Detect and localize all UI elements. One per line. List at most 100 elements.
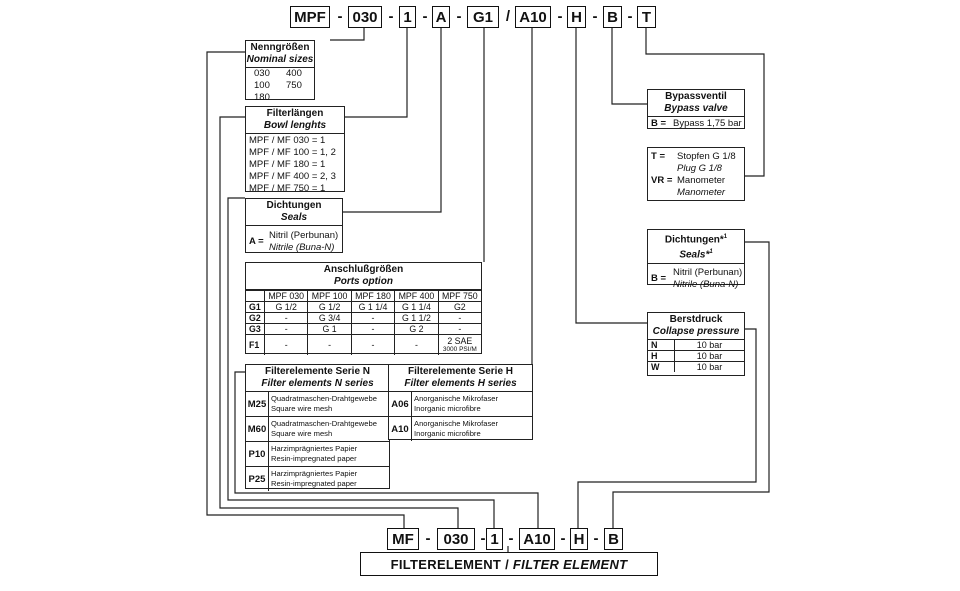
collapse-key: H xyxy=(648,350,675,362)
bowl-length-row: MPF / MF 400 = 2, 3 xyxy=(249,171,336,182)
bottom-code-segment-b: B xyxy=(604,528,623,550)
seals-value-en: Nitrile (Buna-N) xyxy=(269,242,335,253)
bypass-title-de: Bypassventil xyxy=(665,91,727,102)
collapse-row: W 10 bar xyxy=(648,361,744,372)
ports-cell: G 1/2 xyxy=(263,301,309,313)
ports-row-key: G2 xyxy=(246,312,265,324)
plug-desc-en: Plug G 1/8 xyxy=(677,163,722,174)
line-b xyxy=(611,28,647,105)
ports-cell: - xyxy=(437,312,481,324)
element-row: M60 Quadratmaschen-Drahtgewebe Square wi… xyxy=(246,417,389,442)
element-desc-de: Anorganische Mikrofaser xyxy=(414,394,498,403)
element-desc-en: Resin-impregnated paper xyxy=(271,454,357,463)
code-separator: - xyxy=(425,530,431,547)
bowl-length-row: MPF / MF 100 = 1, 2 xyxy=(249,147,336,158)
code-segment-g1: G1 xyxy=(467,6,499,28)
code-separator: - xyxy=(422,8,428,25)
seals-value-de: Nitril (Perbunan) xyxy=(269,230,339,241)
bowl-lengths-title-de: Filterlängen xyxy=(266,108,324,119)
seals-b-value-en: Nitrile (Buna-N) xyxy=(673,278,739,290)
ports-title-en: Ports option xyxy=(334,276,393,287)
seals-title-de: Dichtungen xyxy=(266,200,322,211)
element-row: A10 Anorganische Mikrofaser Inorganic mi… xyxy=(389,417,532,441)
element-desc-de: Harzimprägniertes Papier xyxy=(271,444,358,453)
element-desc-en: Inorganic microfibre xyxy=(414,404,481,413)
filter-element-caption: FILTERELEMENT / FILTER ELEMENT xyxy=(360,552,658,576)
ports-cell: - xyxy=(350,312,396,324)
collapse-key: W xyxy=(648,361,675,372)
elements-n-title-en: Filter elements N series xyxy=(261,378,374,389)
ports-col-header: MPF 100 xyxy=(307,290,352,302)
element-desc-de: Quadratmaschen-Drahtgewebe xyxy=(271,394,377,403)
code-segment-a: A xyxy=(432,6,450,28)
bypass-box: Bypassventil Bypass valve B = Bypass 1,7… xyxy=(647,89,745,129)
collapse-value: 10 bar xyxy=(674,361,744,372)
line-1 xyxy=(345,28,408,118)
element-key: M25 xyxy=(246,392,269,416)
code-segment-h: H xyxy=(567,6,586,28)
bypass-title-en: Bypass valve xyxy=(664,103,728,114)
ports-box: Anschlußgrößen Ports option MPF 030 MPF … xyxy=(245,262,482,355)
ports-cell: G 1 1/4 xyxy=(350,301,396,313)
bypass-key: B = xyxy=(651,118,667,129)
line-left-a10 xyxy=(234,371,539,528)
collapse-table: N 10 bar H 10 bar W 10 bar xyxy=(648,340,744,372)
code-separator: - xyxy=(560,530,566,547)
element-desc-en: Inorganic microfibre xyxy=(414,429,481,438)
nominal-size: 400 xyxy=(286,68,302,79)
line-a xyxy=(343,28,442,213)
seals-b-title-en: Seals* xyxy=(679,249,710,261)
elements-h-box: Filterelemente Serie H Filter elements H… xyxy=(388,364,533,441)
collapse-row: H 10 bar xyxy=(648,350,744,362)
ports-row-key: F1 xyxy=(246,334,265,355)
element-row: M25 Quadratmaschen-Drahtgewebe Square wi… xyxy=(246,392,389,417)
ports-cell: G 1/2 xyxy=(307,301,352,313)
element-key: A10 xyxy=(389,417,412,441)
ports-row-key: G1 xyxy=(246,301,265,313)
seals-b-value-de: Nitril (Perbunan) xyxy=(673,266,743,278)
bowl-length-row: MPF / MF 180 = 1 xyxy=(249,159,326,170)
bypass-value: Bypass 1,75 bar xyxy=(673,118,742,129)
code-segment-1: 1 xyxy=(399,6,416,28)
bottom-code-segment-030: 030 xyxy=(437,528,475,550)
ports-row: G1 G 1/2 G 1/2 G 1 1/4 G 1 1/4 G2 xyxy=(246,301,481,313)
collapse-box: Berstdruck Collapse pressure N 10 bar H … xyxy=(647,312,745,376)
elements-n-title-de: Filterelemente Serie N xyxy=(264,366,371,377)
element-desc-de: Harzimprägniertes Papier xyxy=(271,469,358,478)
caption-de: FILTERELEMENT / xyxy=(390,556,509,572)
line-left-1 xyxy=(227,197,495,528)
nominal-size: 180 xyxy=(254,92,270,103)
collapse-title-en: Collapse pressure xyxy=(652,326,740,337)
ports-cell: G 3/4 xyxy=(307,312,352,324)
code-separator: - xyxy=(508,530,514,547)
ports-cell: G2 xyxy=(437,301,481,313)
nominal-sizes-title-de: Nenngrößen xyxy=(250,42,310,53)
line-left-mf xyxy=(206,51,405,528)
plug-key: VR = xyxy=(651,175,673,186)
nominal-size: 100 xyxy=(254,80,270,91)
code-segment-a10: A10 xyxy=(515,6,551,28)
element-key: A06 xyxy=(389,392,412,416)
seals-b-box: Dichtungen*1 Seals*1 B = Nitril (Perbuna… xyxy=(647,229,745,290)
ports-row: G3 - G 1 - G 2 - xyxy=(246,323,481,335)
code-segment-030: 030 xyxy=(348,6,382,28)
collapse-value: 10 bar xyxy=(674,340,744,351)
plug-desc-en: Manometer xyxy=(677,187,726,198)
element-desc-de: Quadratmaschen-Drahtgewebe xyxy=(271,419,377,428)
element-desc-de: Anorganische Mikrofaser xyxy=(414,419,498,428)
ports-row: G2 - G 3/4 - G 1 1/2 - xyxy=(246,312,481,324)
ports-table: MPF 030 MPF 100 MPF 180 MPF 400 MPF 750 … xyxy=(246,290,481,355)
collapse-title-de: Berstdruck xyxy=(669,314,723,325)
bowl-length-row: MPF / MF 750 = 1 xyxy=(249,183,326,194)
element-desc-en: Square wire mesh xyxy=(271,404,333,413)
code-separator: - xyxy=(337,8,343,25)
seals-b-title-de-sup: 1 xyxy=(723,234,728,240)
plug-key: T = xyxy=(651,151,665,162)
bottom-code-segment-h: H xyxy=(570,528,588,550)
bowl-length-row: MPF / MF 030 = 1 xyxy=(249,135,326,146)
element-row: P25 Harzimprägniertes Papier Resin-impre… xyxy=(246,467,389,491)
plug-box: T = Stopfen G 1/8 Plug G 1/8 VR = Manome… xyxy=(647,147,745,201)
ports-cell: - xyxy=(263,334,309,355)
